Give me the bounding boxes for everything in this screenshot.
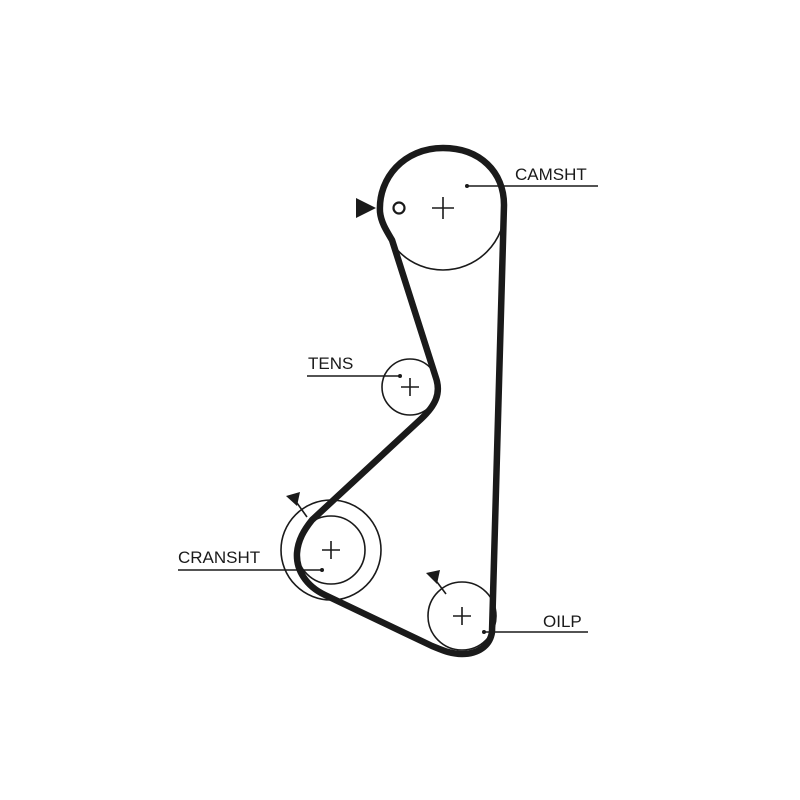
- oil-pump-pulley: [427, 581, 497, 651]
- timing-belt: [293, 144, 508, 658]
- camshaft-label: CAMSHT: [515, 165, 587, 184]
- oil-pump-label: OILP: [543, 612, 582, 631]
- crankshaft-leader: [178, 568, 324, 572]
- oil-pump-timing-pointer: [436, 581, 447, 595]
- timing-hole: [392, 201, 406, 215]
- oil-pump-leader: [482, 630, 588, 634]
- tensioner-leader: [307, 374, 402, 378]
- crankshaft-label: CRANSHT: [178, 548, 260, 567]
- crankshaft-timing-arrow-icon: [286, 492, 300, 506]
- camshaft-timing-arrow-icon: [356, 198, 376, 218]
- tensioner-label: TENS: [308, 354, 353, 373]
- camshaft-leader: [465, 184, 598, 188]
- oil-pump-timing-arrow-icon: [426, 570, 440, 584]
- crankshaft-timing-pointer: [296, 502, 308, 518]
